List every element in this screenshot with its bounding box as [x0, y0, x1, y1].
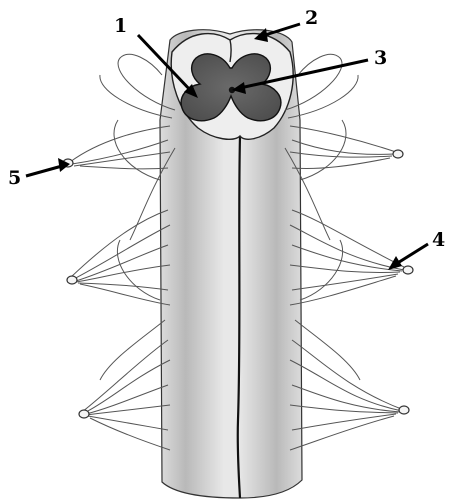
label-1: 1	[114, 15, 127, 37]
spinal-nerves-left	[70, 54, 175, 450]
label-5: 5	[8, 167, 21, 189]
nerve-end-left-lower	[79, 410, 89, 418]
label-3: 3	[374, 47, 387, 69]
nerve-end-right-upper	[393, 150, 403, 158]
spinal-nerves-right	[285, 54, 406, 450]
label-4: 4	[432, 229, 445, 251]
label-2: 2	[305, 7, 318, 29]
nerve-end-left-middle	[67, 276, 77, 284]
nerve-end-right-middle	[403, 266, 413, 274]
nerve-end-right-lower	[399, 406, 409, 414]
